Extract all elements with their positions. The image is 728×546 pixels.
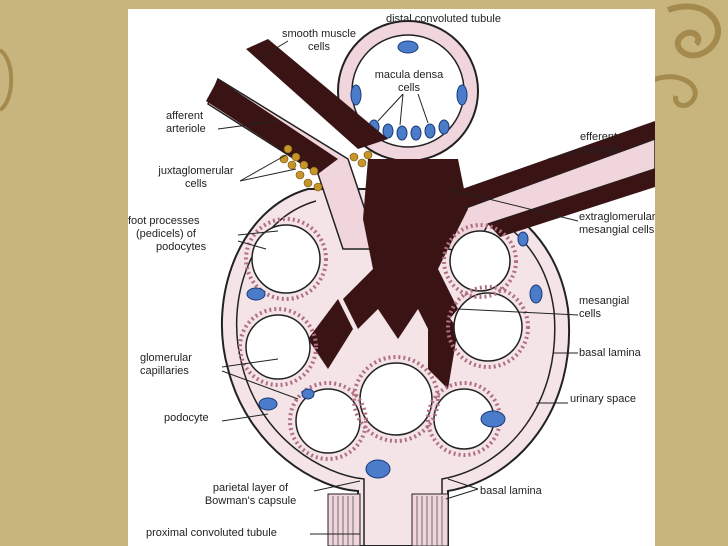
label-mesangial-cells-line2: cells — [579, 308, 602, 320]
glomerular-capillaries — [245, 224, 523, 454]
label-juxtaglomerular-cells-line1: juxtaglomerular — [158, 165, 234, 177]
label-basal-lamina-upper: basal lamina — [579, 347, 641, 359]
label-glomerular-capillaries-line1: glomerular — [140, 352, 192, 364]
label-macula-densa-cells-line2: cells — [397, 82, 420, 94]
label-extraglomerular-mesangial-line2: mesangial cells — [579, 224, 655, 236]
label-basal-lamina-lower: basal lamina — [480, 485, 542, 497]
renal-corpuscle-diagram: distal convoluted tubule smooth muscle c… — [128, 9, 655, 546]
label-parietal-layer-line2: Bowman's capsule — [204, 495, 297, 507]
label-foot-processes-line1: foot processes — [128, 215, 200, 227]
label-efferent-arteriole-line1: efferent — [580, 131, 618, 143]
label-juxtaglomerular-cells-line2: cells — [184, 178, 207, 190]
label-glomerular-capillaries-line2: capillaries — [140, 365, 189, 377]
label-podocyte: podocyte — [164, 412, 209, 424]
label-urinary-space: urinary space — [570, 393, 637, 405]
label-macula-densa-cells-line1: macula densa — [374, 69, 444, 81]
label-proximal-convoluted-tubule: proximal convoluted tubule — [146, 527, 277, 539]
label-extraglomerular-mesangial-line1: extraglomerular — [579, 211, 655, 223]
swirl-ornament-icon — [652, 3, 721, 108]
label-foot-processes-line2: (pedicels) of — [136, 228, 196, 240]
label-parietal-layer-line1: parietal layer of — [212, 482, 289, 494]
label-foot-processes-line3: podocytes — [156, 241, 207, 253]
label-smooth-muscle-cells-line2: cells — [307, 41, 330, 53]
label-efferent-arteriole-line2: arteriole — [580, 144, 620, 156]
label-afferent-arteriole-line1: afferent — [166, 110, 204, 122]
extraglomerular-mesangial-cells — [343, 159, 468, 339]
label-mesangial-cells-line1: mesangial — [579, 295, 630, 307]
diagram-drawing — [206, 20, 655, 546]
label-afferent-arteriole-line2: arteriole — [166, 123, 206, 135]
podocyte — [246, 231, 543, 479]
label-smooth-muscle-cells-line1: smooth muscle — [282, 28, 356, 40]
swirl-ornament-icon — [0, 48, 14, 112]
label-distal-convoluted-tubule: distal convoluted tubule — [386, 13, 501, 25]
